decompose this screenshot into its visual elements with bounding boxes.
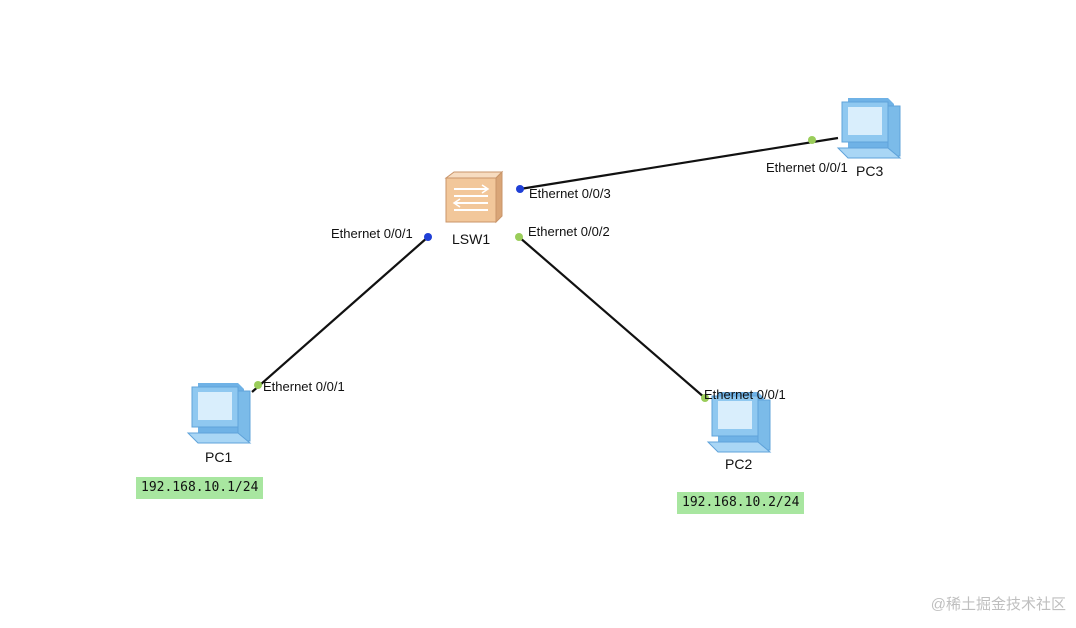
pc1-label: PC1: [205, 449, 233, 465]
switch-label: LSW1: [452, 231, 491, 247]
port-label-lsw1-e001: Ethernet 0/0/1: [331, 226, 413, 241]
port-dot-pc1-e001: [254, 381, 262, 389]
port-label-lsw1-e003: Ethernet 0/0/3: [529, 186, 611, 201]
link-lsw1-pc3[interactable]: [519, 136, 839, 191]
port-label-pc2-e001: Ethernet 0/0/1: [704, 387, 786, 402]
port-dot-lsw1-e003: [516, 185, 524, 193]
link-lsw1-pc1[interactable]: [251, 236, 429, 393]
port-dot-pc3-e001: [808, 136, 816, 144]
pc3-label: PC3: [856, 163, 884, 179]
link-lsw1-pc2[interactable]: [518, 236, 706, 399]
pc2-ip-badge: 192.168.10.2/24: [677, 492, 805, 514]
watermark-text: @稀土掘金技术社区: [930, 596, 1066, 613]
pc2-label: PC2: [725, 456, 753, 472]
pc3-computer-icon[interactable]: [836, 98, 902, 159]
port-dot-lsw1-e001: [424, 233, 432, 241]
port-dot-pc2-e001: [701, 394, 709, 402]
port-label-pc1-e001: Ethernet 0/0/1: [263, 379, 345, 394]
pc1-computer-icon[interactable]: [186, 383, 252, 444]
pc2-computer-icon[interactable]: [706, 392, 772, 453]
port-dot-lsw1-e002: [515, 233, 523, 241]
switch-icon[interactable]: [444, 170, 504, 224]
port-label-pc3-e001: Ethernet 0/0/1: [766, 160, 848, 175]
pc1-ip-badge: 192.168.10.1/24: [136, 477, 264, 499]
port-label-lsw1-e002: Ethernet 0/0/2: [528, 224, 610, 239]
